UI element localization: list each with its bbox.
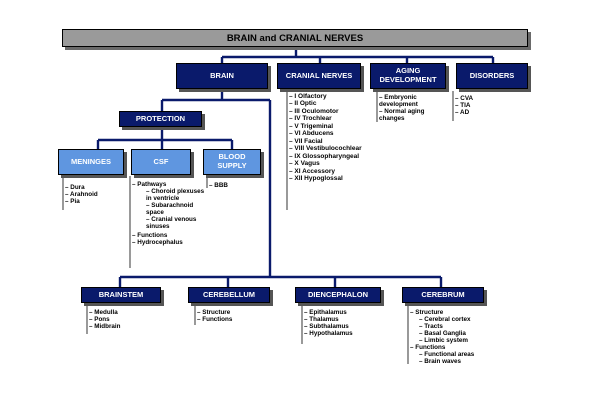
list-item: – Tracts [419,323,443,331]
list-item: – BBB [209,182,228,189]
list-item: – XII Hypoglossal [289,175,343,183]
list-item: – Basal Ganglia [419,330,466,338]
node-aging-development: AGING DEVELOPMENT [370,63,446,89]
list-item: – XI Accessory [289,167,336,175]
list-item: – X Vagus [289,160,320,168]
diagram-title: BRAIN and CRANIAL NERVES [62,29,528,47]
list-item: – IV Trochlear [289,115,332,123]
list-item: – Pia [65,198,80,206]
aging-list: – Embryonic development – Normal aging c… [379,94,443,122]
list-item: – Structure [410,309,444,316]
list-item: – VII Facial [289,137,323,145]
meninges-list: – Dura – Arahnoid – Pia [65,184,98,205]
list-item: – VI Abducens [289,130,334,138]
list-item: – Cranial venous sinuses [146,216,197,231]
list-item: – Dura [65,184,85,191]
node-blood-supply: BLOOD SUPPLY [203,149,261,175]
cerebellum-list: – Structure – Functions [197,309,232,323]
list-item: – Cerebral cortex [419,316,471,324]
list-item: – II Optic [289,100,317,108]
list-item: – Functions [197,316,233,324]
node-disorders: DISORDERS [456,63,528,89]
node-brainstem: BRAINSTEM [81,287,161,303]
node-cranial-nerves: CRANIAL NERVES [277,63,361,89]
list-item: – Pons [89,316,110,324]
node-meninges: MENINGES [58,149,124,175]
node-diencephalon: DIENCEPHALON [295,287,381,303]
diencephalon-list: – Epithalamus – Thalamus – Subthalamus –… [304,309,353,337]
list-item: – VIII Vestibulocochlear [289,145,362,153]
list-item: – V Trigeminal [289,122,334,130]
list-item: – CVA [455,95,474,102]
list-item: – AD [455,109,470,117]
list-item: – Midbrain [89,323,121,331]
list-item: – Subarachnoid space [146,202,194,217]
list-item: – I Olfactory [289,93,327,100]
list-item: – Choroid plexuses in ventricle [146,188,205,203]
cranial-nerves-list: – I Olfactory – II Optic – III Oculomoto… [289,93,362,183]
list-item: – Hypothalamus [304,330,353,338]
brainstem-list: – Medulla – Pons – Midbrain [89,309,121,330]
cerebrum-list: – Structure – Cerebral cortex – Tracts –… [410,309,474,365]
list-item: – IX Glossopharyngeal [289,152,360,160]
list-item: – Structure [197,309,231,316]
list-item: – III Oculomotor [289,107,339,115]
list-item: – Functions [132,232,168,240]
list-item: – Limbic system [419,337,469,345]
node-cerebrum: CEREBRUM [402,287,484,303]
list-item: – Medulla [89,309,118,316]
list-item: – Functions [410,344,446,352]
list-item: – Arahnoid [65,191,98,199]
list-item: – Normal aging changes [379,108,425,123]
list-item: – TIA [455,102,471,110]
list-item: – Pathways [132,181,167,188]
node-cerebellum: CEREBELLUM [188,287,270,303]
list-item: – Subthalamus [304,323,349,331]
list-item: – Thalamus [304,316,339,324]
disorders-list: – CVA – TIA – AD [455,95,473,116]
list-item: – Hydrocephalus [132,239,183,247]
list-item: – Embryonic development [379,94,418,109]
list-item: – Functional areas [419,351,475,359]
node-protection: PROTECTION [119,111,202,127]
csf-list: – Pathways – Choroid plexuses in ventric… [132,181,207,246]
list-item: – Brain waves [419,358,462,366]
blood-supply-list: – BBB [209,182,228,189]
node-brain: BRAIN [176,63,268,89]
node-csf: CSF [131,149,191,175]
list-item: – Epithalamus [304,309,347,316]
